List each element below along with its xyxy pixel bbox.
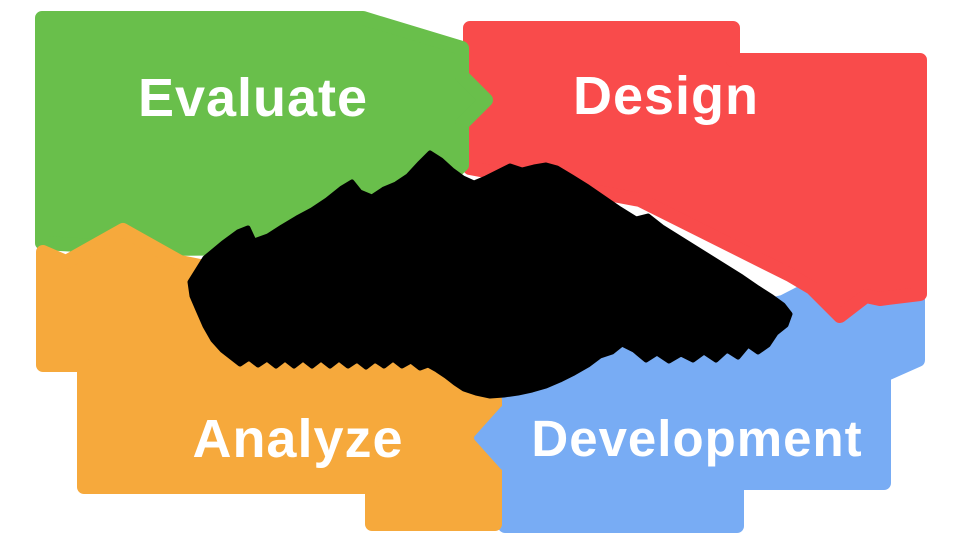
center-illegible-text-blob bbox=[187, 150, 793, 399]
evaluate-label: Evaluate bbox=[138, 68, 368, 128]
analyze-label: Analyze bbox=[192, 409, 403, 469]
analyze-shape bbox=[36, 223, 502, 531]
development-arrow-icon bbox=[474, 406, 506, 470]
design-shape bbox=[463, 21, 927, 323]
development-label: Development bbox=[531, 410, 862, 467]
design-label: Design bbox=[573, 66, 759, 126]
